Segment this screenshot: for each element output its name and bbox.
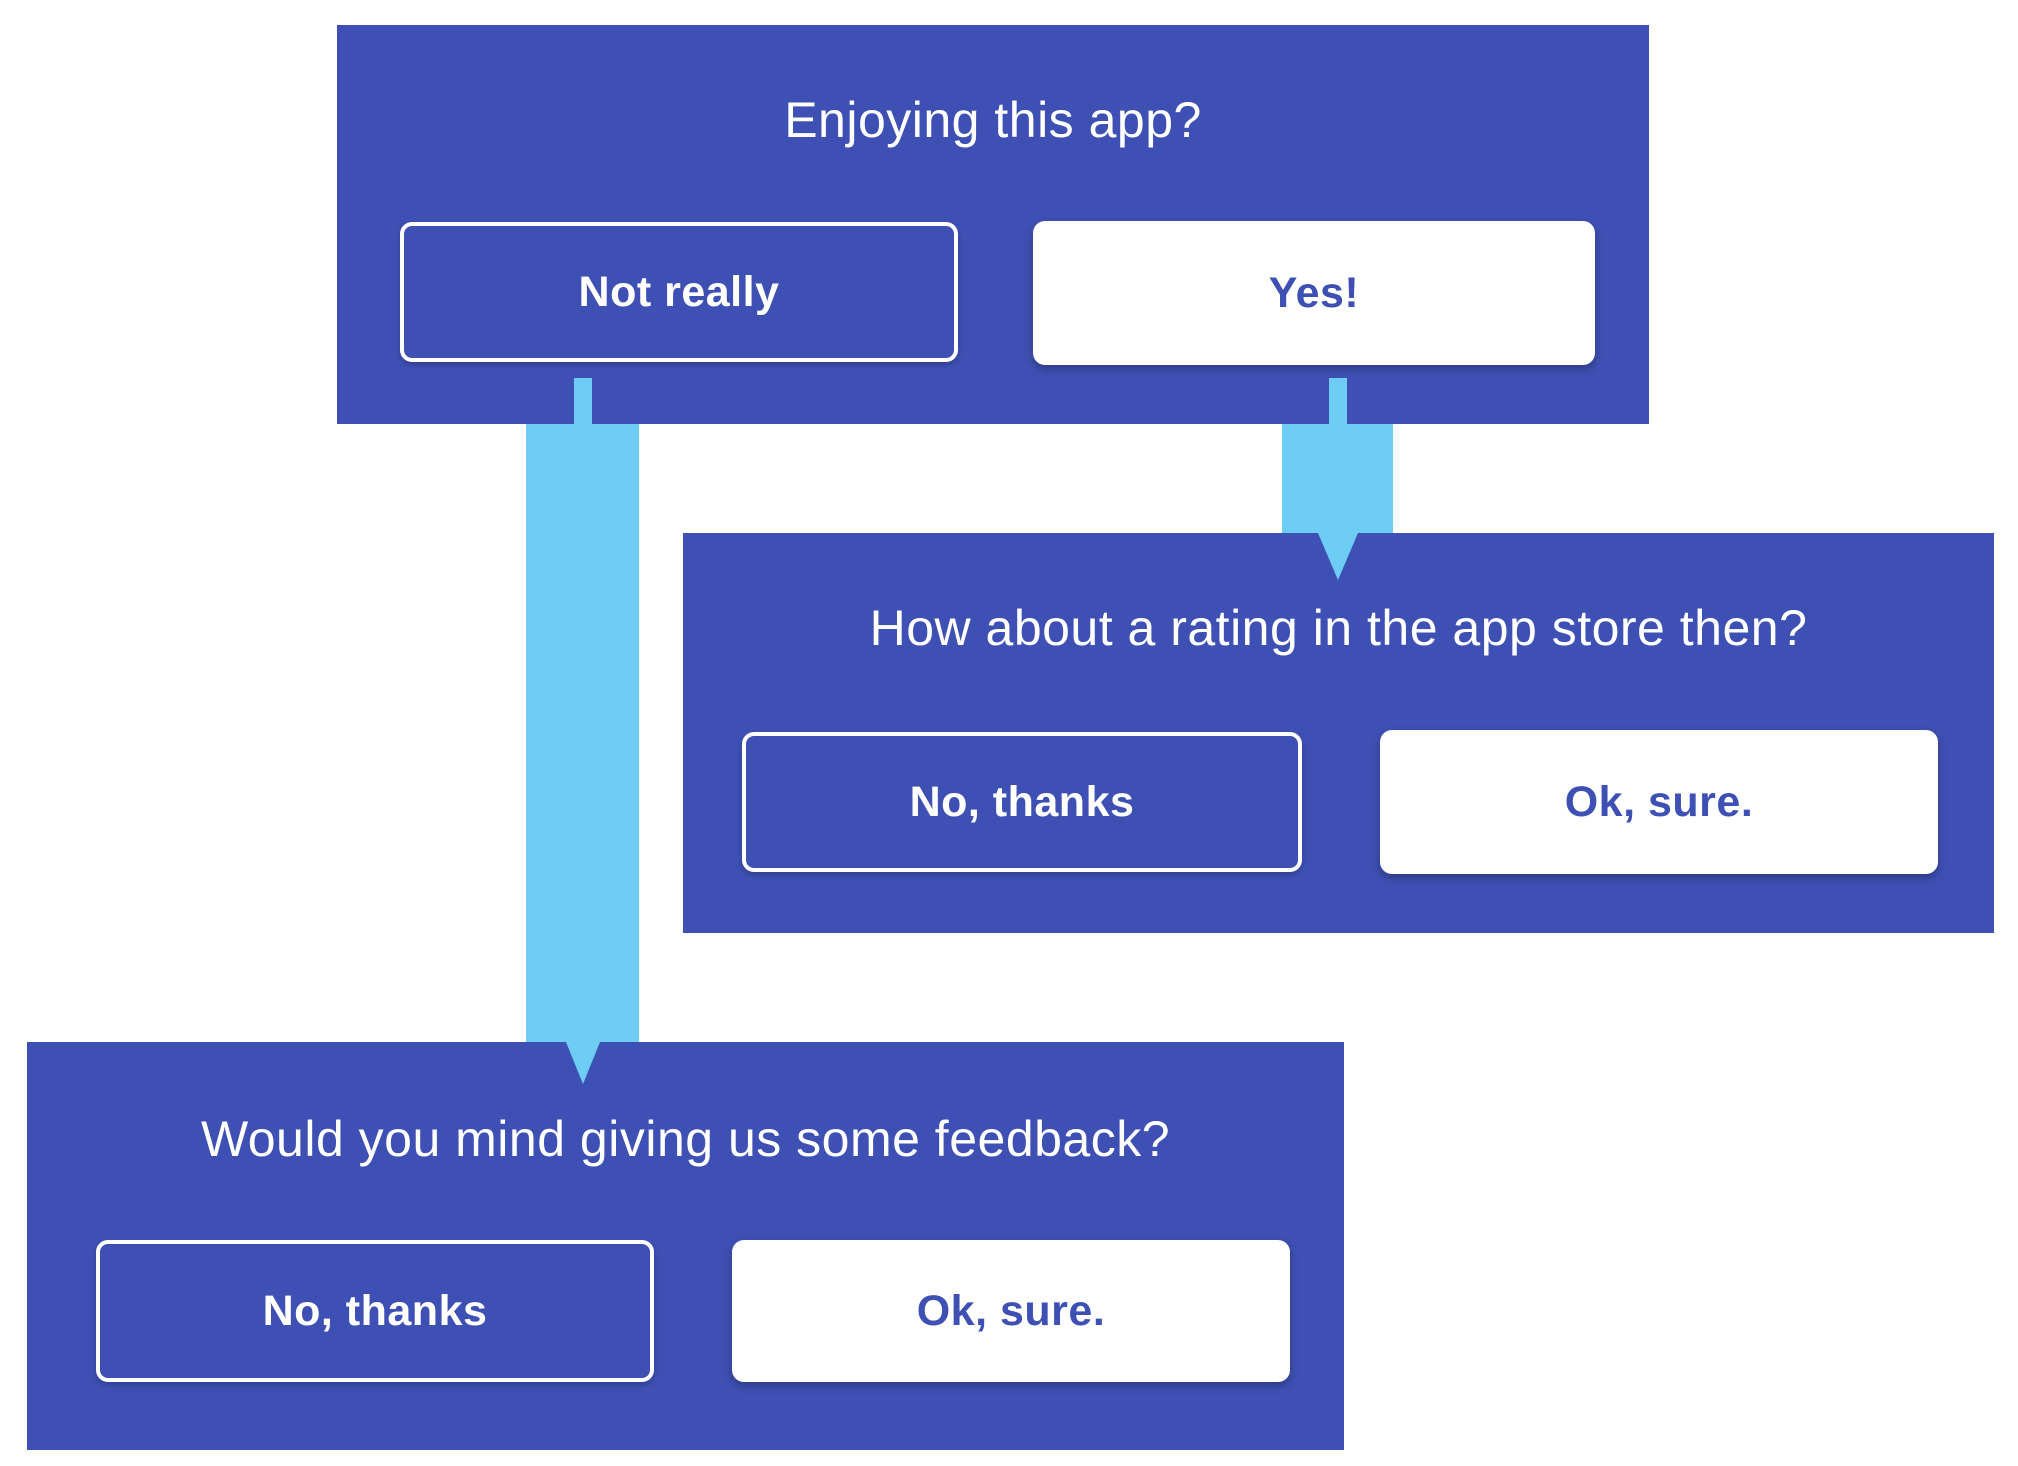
question-enjoying: Enjoying this app? [784,92,1202,148]
arrow-stem [574,378,592,425]
question-feedback: Would you mind giving us some feedback? [200,1111,1171,1167]
flow-arrow-not-really [526,378,639,1084]
panel-rating: How about a rating in the app store then… [683,533,1994,933]
arrow-tip [565,1042,600,1084]
feedback-ok-sure-button[interactable]: Ok, sure. [732,1240,1290,1382]
arrow-shaft [1282,424,1393,533]
question-rating: How about a rating in the app store then… [869,600,1808,656]
arrow-stem [1329,378,1347,425]
rating-no-thanks-button[interactable]: No, thanks [742,732,1302,872]
rating-ok-sure-button[interactable]: Ok, sure. [1380,730,1938,874]
arrow-shaft [526,424,639,1042]
flow-arrow-yes [1282,378,1393,580]
not-really-button[interactable]: Not really [400,222,958,362]
arrow-tip [1317,533,1358,580]
panel-enjoying: Enjoying this app? Not really Yes! [337,25,1649,424]
feedback-no-thanks-button[interactable]: No, thanks [96,1240,654,1382]
yes-button[interactable]: Yes! [1033,221,1595,365]
panel-feedback: Would you mind giving us some feedback? … [27,1042,1344,1450]
